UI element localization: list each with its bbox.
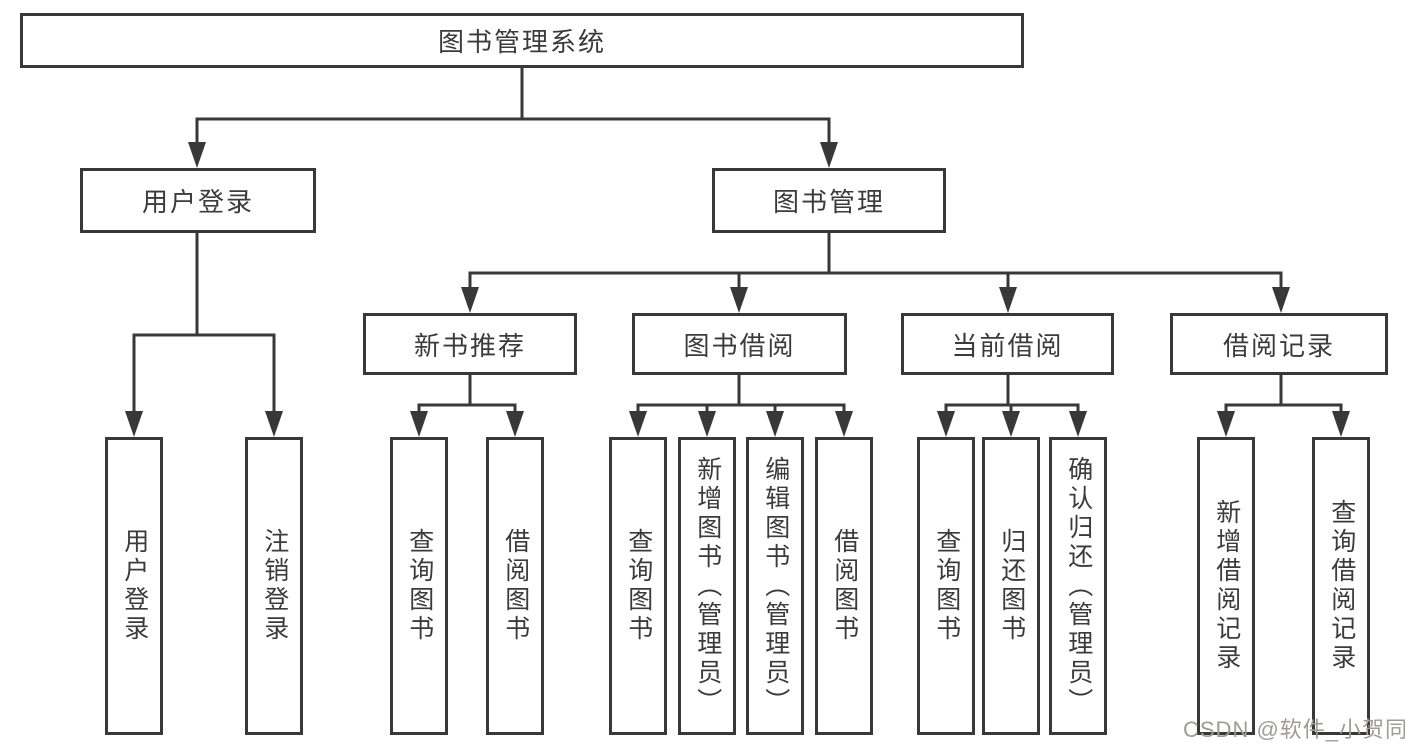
leaf-return-book: 归还图书 — [982, 437, 1040, 735]
node-label: 图书管理 — [772, 187, 885, 217]
node-label: 借阅图书 — [501, 528, 530, 644]
node-label: 图书借阅 — [683, 330, 796, 361]
leaf-edit-book-admin: 编辑图书（管理员） — [746, 437, 804, 735]
leaf-query-books-recommend: 查询图书 — [390, 437, 448, 735]
node-label: 归还图书 — [997, 528, 1026, 644]
node-label: 查询图书 — [405, 528, 434, 644]
leaf-confirm-return-admin: 确认归还（管理员） — [1049, 437, 1107, 735]
leaf-query-borrow-record: 查询借阅记录 — [1312, 437, 1370, 735]
node-library-management-system: 图书管理系统 — [20, 13, 1024, 68]
watermark: CSDN @软件_小贺同学 — [1183, 717, 1405, 742]
leaf-query-books-borrow: 查询图书 — [609, 437, 667, 735]
node-label: 用户登录 — [141, 187, 254, 217]
leaf-query-books-current: 查询图书 — [917, 437, 975, 735]
node-label: 新增图书（管理员） — [693, 455, 722, 717]
node-book-borrowing: 图书借阅 — [632, 313, 847, 375]
node-label: 确认归还（管理员） — [1064, 455, 1093, 717]
node-label: 查询借阅记录 — [1327, 499, 1356, 673]
node-label: 借阅图书 — [830, 528, 859, 644]
leaf-add-borrow-record: 新增借阅记录 — [1197, 437, 1255, 735]
node-label: 注销登录 — [260, 528, 289, 644]
leaf-borrow-books-recommend: 借阅图书 — [486, 437, 544, 735]
node-label: 图书管理系统 — [437, 27, 606, 57]
node-current-borrowing: 当前借阅 — [901, 313, 1114, 375]
node-label: 查询图书 — [624, 528, 653, 644]
node-label: 当前借阅 — [951, 330, 1064, 361]
leaf-borrow-books: 借阅图书 — [815, 437, 873, 735]
node-label: 借阅记录 — [1222, 330, 1335, 361]
node-label: 新增借阅记录 — [1212, 499, 1241, 673]
leaf-add-book-admin: 新增图书（管理员） — [678, 437, 736, 735]
node-label: 新书推荐 — [413, 330, 526, 361]
node-borrowing-records: 借阅记录 — [1170, 313, 1388, 375]
leaf-logout: 注销登录 — [245, 437, 303, 735]
node-new-book-recommendation: 新书推荐 — [363, 313, 577, 375]
node-label: 用户登录 — [120, 528, 149, 644]
leaf-user-login: 用户登录 — [105, 437, 163, 735]
node-book-management: 图书管理 — [712, 168, 946, 233]
node-user-login: 用户登录 — [80, 168, 316, 233]
node-label: 编辑图书（管理员） — [761, 455, 790, 717]
node-label: 查询图书 — [932, 528, 961, 644]
